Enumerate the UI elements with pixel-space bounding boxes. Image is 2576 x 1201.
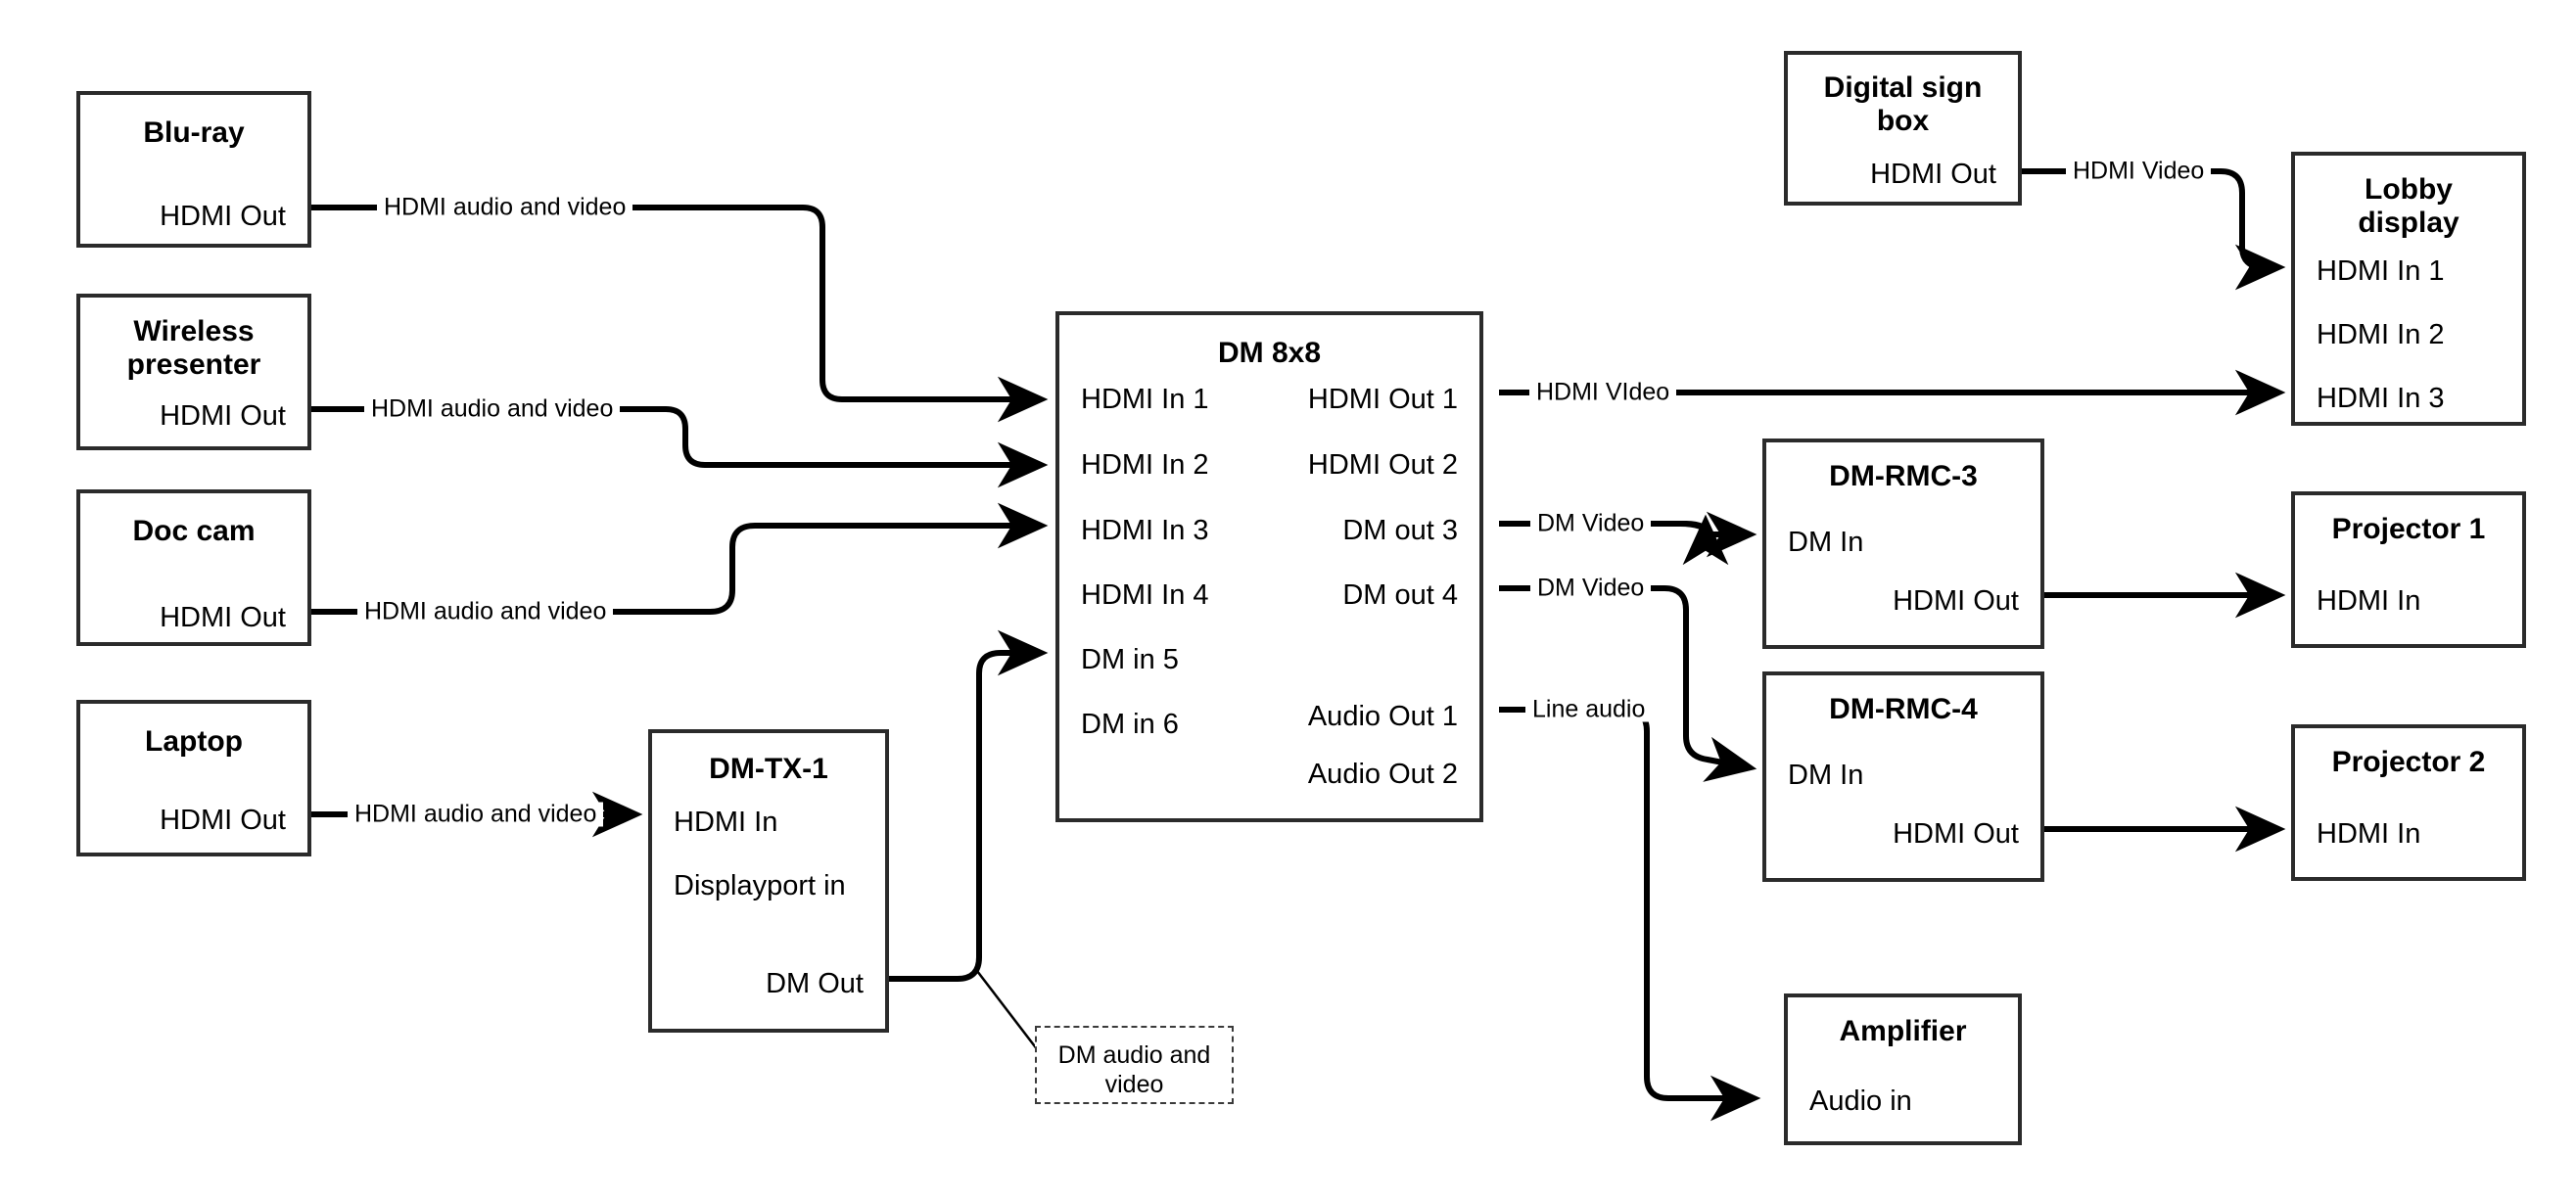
node-laptop[interactable]: Laptop HDMI Out — [76, 700, 311, 856]
wire-label-sign-to-lobby: HDMI Video — [2066, 159, 2212, 184]
node-dm-rmc-4[interactable]: DM-RMC-4 DM In HDMI Out — [1762, 671, 2044, 882]
node-digital-sign-box[interactable]: Digital sign box HDMI Out — [1784, 51, 2022, 206]
node-dm-rmc-3[interactable]: DM-RMC-3 DM In HDMI Out — [1762, 439, 2044, 649]
node-dm-8x8-input-hdmi-in-3: HDMI In 3 — [1081, 515, 1209, 546]
node-digital-sign-box-title-line1: Digital sign — [1823, 71, 1983, 104]
node-dm-8x8-input-dm-in-5: DM in 5 — [1081, 644, 1179, 675]
node-dm-tx-1-title: DM-TX-1 — [709, 753, 828, 785]
node-projector-2-title: Projector 2 — [2331, 746, 2486, 778]
node-lobby-display-input-hdmi-in-2: HDMI In 2 — [2317, 319, 2445, 350]
node-dm-rmc-3-port-hdmi-out: HDMI Out — [1893, 585, 2019, 617]
node-dm-tx-1[interactable]: DM-TX-1 HDMI In Displayport in DM Out — [648, 729, 889, 1033]
node-doc-cam-port-hdmi-out: HDMI Out — [160, 602, 286, 633]
node-dm-rmc-4-port-dm-in: DM In — [1788, 760, 1864, 791]
node-digital-sign-box-port-hdmi-out: HDMI Out — [1870, 159, 1996, 190]
wire-label-wireless-to-dm: HDMI audio and video — [364, 396, 621, 422]
wire-label-bluray-to-dm: HDMI audio and video — [377, 195, 633, 220]
node-lobby-display-title-line1: Lobby — [2365, 173, 2453, 206]
wire-bluray-to-dm-hdmi-in-1 — [311, 205, 1049, 423]
node-dm-8x8-output-hdmi-out-1: HDMI Out 1 — [1307, 384, 1458, 415]
node-dm-8x8-output-dm-out-3: DM out 3 — [1342, 515, 1458, 546]
node-dm-8x8-input-dm-in-6: DM in 6 — [1081, 709, 1179, 740]
note-dm-audio-and-video-line2: video — [1104, 1071, 1164, 1098]
node-wireless-presenter-port-hdmi-out: HDMI Out — [160, 400, 286, 432]
node-lobby-display[interactable]: Lobby display HDMI In 1 HDMI In 2 HDMI I… — [2291, 152, 2526, 426]
wire-label-doccam-to-dm: HDMI audio and video — [357, 599, 614, 624]
node-amplifier-port-audio-in: Audio in — [1809, 1086, 1912, 1117]
node-projector-1-port-hdmi-in: HDMI In — [2317, 585, 2421, 617]
note-dm-audio-and-video: DM audio and video — [1035, 1026, 1234, 1104]
node-dm-rmc-3-title: DM-RMC-3 — [1829, 460, 1978, 492]
node-digital-sign-box-title-line2: box — [1876, 105, 1930, 137]
node-dm-8x8-title: DM 8x8 — [1217, 337, 1322, 369]
node-dm-tx-1-port-displayport-in: Displayport in — [674, 870, 846, 901]
node-laptop-title: Laptop — [145, 725, 243, 758]
node-wireless-presenter-title-line2: presenter — [126, 348, 261, 381]
node-projector-1[interactable]: Projector 1 HDMI In — [2291, 491, 2526, 648]
node-dm-8x8-input-hdmi-in-1: HDMI In 1 — [1081, 384, 1209, 415]
wire-label-laptop-to-tx: HDMI audio and video — [348, 802, 604, 827]
node-dm-rmc-3-port-dm-in: DM In — [1788, 527, 1864, 558]
node-bluray[interactable]: Blu-ray HDMI Out — [76, 91, 311, 248]
wire-label-dm-out1-to-lobby: HDMI VIdeo — [1529, 380, 1677, 405]
node-dm-rmc-4-port-hdmi-out: HDMI Out — [1893, 818, 2019, 850]
wire-label-dm-out4-to-rmc4: DM Video — [1530, 576, 1652, 601]
node-projector-2[interactable]: Projector 2 HDMI In — [2291, 724, 2526, 881]
node-bluray-port-hdmi-out: HDMI Out — [160, 201, 286, 232]
node-amplifier-title: Amplifier — [1839, 1015, 1967, 1047]
wire-dmtx1-to-dm-in-5 — [889, 629, 1049, 982]
node-dm-rmc-4-title: DM-RMC-4 — [1829, 693, 1978, 725]
node-dm-8x8[interactable]: DM 8x8 HDMI In 1 HDMI In 2 HDMI In 3 HDM… — [1055, 311, 1483, 822]
node-dm-tx-1-port-hdmi-in: HDMI In — [674, 807, 778, 838]
node-lobby-display-title-line2: display — [2358, 207, 2459, 239]
node-dm-8x8-input-hdmi-in-2: HDMI In 2 — [1081, 449, 1209, 481]
wire-dm-out4-to-rmc4-dm-in — [1499, 585, 1757, 782]
node-amplifier[interactable]: Amplifier Audio in — [1784, 993, 2022, 1145]
node-projector-1-title: Projector 1 — [2331, 513, 2486, 545]
node-dm-8x8-input-hdmi-in-4: HDMI In 4 — [1081, 579, 1209, 611]
node-dm-tx-1-port-dm-out: DM Out — [766, 968, 864, 999]
node-dm-8x8-output-dm-out-4: DM out 4 — [1342, 579, 1458, 611]
node-dm-8x8-output-audio-out-2: Audio Out 2 — [1307, 759, 1458, 790]
node-wireless-presenter[interactable]: Wireless presenter HDMI Out — [76, 294, 311, 450]
wire-label-audio-out1-to-amp: Line audio — [1525, 697, 1653, 722]
wire-label-dm-out3-to-rmc3: DM Video — [1530, 511, 1652, 536]
node-lobby-display-input-hdmi-in-1: HDMI In 1 — [2317, 255, 2445, 287]
note-dm-audio-and-video-line1: DM audio and — [1057, 1041, 1211, 1069]
node-lobby-display-input-hdmi-in-3: HDMI In 3 — [2317, 383, 2445, 414]
node-projector-2-port-hdmi-in: HDMI In — [2317, 818, 2421, 850]
node-dm-8x8-output-audio-out-1: Audio Out 1 — [1307, 701, 1458, 732]
node-doc-cam[interactable]: Doc cam HDMI Out — [76, 489, 311, 646]
node-dm-8x8-output-hdmi-out-2: HDMI Out 2 — [1307, 449, 1458, 481]
wire-dm-audio-out1-to-amplifier — [1499, 707, 1761, 1122]
callout-leader-dm-audio-video — [976, 970, 1042, 1055]
node-bluray-title: Blu-ray — [143, 116, 245, 149]
node-doc-cam-title: Doc cam — [132, 515, 256, 547]
node-laptop-port-hdmi-out: HDMI Out — [160, 805, 286, 836]
node-wireless-presenter-title-line1: Wireless — [133, 315, 255, 347]
